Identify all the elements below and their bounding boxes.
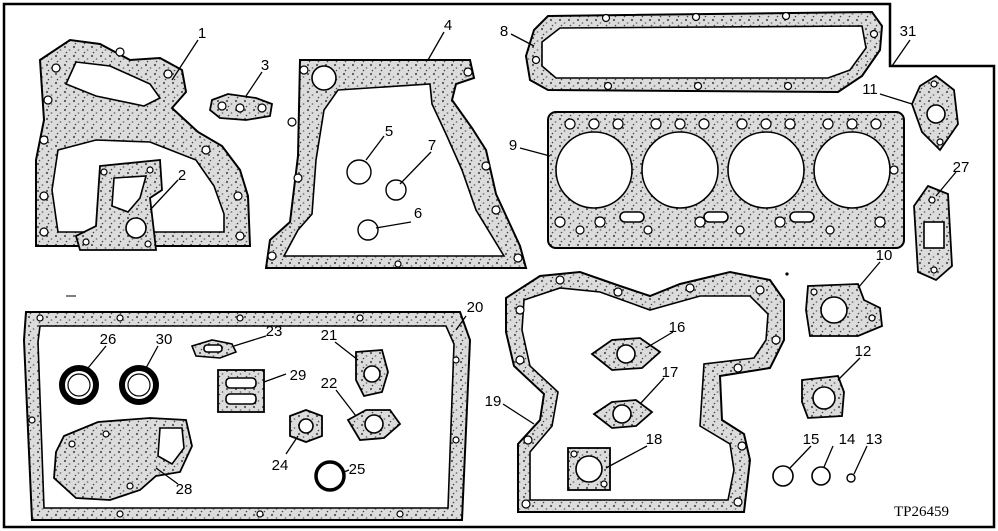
- part-12-gasket: [801, 375, 845, 419]
- callout-31: 31: [900, 23, 917, 40]
- callout-29: 29: [290, 367, 307, 384]
- callout-12: 12: [855, 343, 872, 360]
- part-9-head-gasket: [547, 111, 905, 249]
- callout-19: 19: [485, 393, 502, 410]
- part-8-rocker-cover-gasket: [524, 10, 884, 94]
- callout-24: 24: [272, 457, 289, 474]
- part-28-gasket: [53, 417, 193, 501]
- callout-27: 27: [953, 159, 970, 176]
- callout-17: 17: [662, 364, 679, 381]
- part-14-o-ring: [811, 466, 831, 486]
- part-18-gasket: [567, 447, 611, 491]
- callout-5: 5: [385, 123, 393, 140]
- callout-9: 9: [509, 137, 517, 154]
- callout-11: 11: [862, 81, 878, 98]
- stray-dot: [785, 272, 789, 276]
- part-24-gasket: [289, 409, 323, 443]
- part-6-o-ring: [357, 219, 379, 241]
- callout-14: 14: [839, 431, 856, 448]
- part-27-flange-gasket: [913, 184, 953, 282]
- callout-26: 26: [100, 331, 117, 348]
- callout-7: 7: [428, 137, 436, 154]
- part-7-o-ring: [385, 179, 407, 201]
- callout-3: 3: [261, 57, 269, 74]
- callout-10: 10: [876, 247, 893, 264]
- part-2-gasket: [74, 159, 163, 251]
- part-11-flange-gasket: [911, 74, 959, 152]
- part-19-housing-gasket: [505, 270, 785, 513]
- callout-1: 1: [198, 25, 206, 42]
- callout-15: 15: [803, 431, 820, 448]
- part-26-seal: [59, 365, 99, 405]
- callout-labels: 1 2 3 4 5 6 7 8 9 10 11 12 13 14 15 16 1…: [100, 17, 970, 498]
- callout-28: 28: [176, 481, 193, 498]
- callout-16: 16: [669, 319, 686, 336]
- part-13-o-ring: [846, 473, 856, 483]
- callout-8: 8: [500, 23, 508, 40]
- part-5-o-ring: [346, 159, 372, 185]
- callout-23: 23: [266, 323, 283, 340]
- figure-code: TP26459: [894, 504, 949, 520]
- callout-13: 13: [866, 431, 883, 448]
- part-29-gasket: [217, 369, 265, 413]
- part-30-seal: [119, 365, 159, 405]
- callout-4: 4: [444, 17, 452, 34]
- callout-21: 21: [321, 327, 338, 344]
- part-16-gasket: [590, 337, 662, 371]
- part-4-front-plate-gasket: [264, 59, 528, 269]
- part-3-gasket: [209, 93, 274, 121]
- part-15-o-ring: [772, 465, 794, 487]
- callout-6: 6: [414, 205, 422, 222]
- callout-30: 30: [156, 331, 173, 348]
- callout-22: 22: [321, 375, 338, 392]
- part-23-gasket: [190, 339, 238, 359]
- part-21-gasket: [355, 349, 389, 398]
- part-25-o-ring: [314, 460, 346, 492]
- callout-leaders: [87, 31, 957, 485]
- callout-18: 18: [646, 431, 663, 448]
- callout-2: 2: [178, 167, 186, 184]
- part-10-flange-gasket: [805, 283, 883, 337]
- part-22-gasket: [346, 409, 402, 441]
- part-17-gasket: [592, 399, 654, 429]
- callout-20: 20: [467, 299, 484, 316]
- callout-25: 25: [349, 461, 366, 478]
